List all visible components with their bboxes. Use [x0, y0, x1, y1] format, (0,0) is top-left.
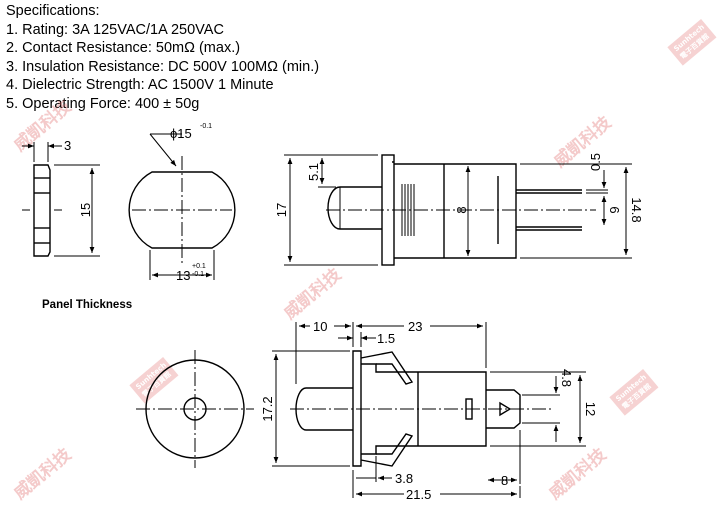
- specifications-block: Specifications: 1. Rating: 3A 125VAC/1A …: [6, 2, 319, 114]
- watermark-text: 威凱科技: [280, 263, 346, 323]
- dim-profile-button-dia: 8: [454, 206, 469, 213]
- watermark-brand: Sunhtech 電子百貨館: [129, 356, 179, 404]
- dim-body-length: 23: [408, 319, 422, 334]
- dim-terminal-length: 8: [501, 473, 508, 488]
- dim-front-diameter: ϕ15: [170, 126, 192, 141]
- profile-view-top: [284, 154, 632, 266]
- watermark: 威凱科技: [545, 443, 611, 503]
- dim-profile-terminal-width: 6: [607, 206, 622, 213]
- dim-profile-overall-height: 17: [274, 203, 289, 217]
- dim-flange-to-body: 3.8: [395, 471, 413, 486]
- spec-insulation-resistance: 3. Insulation Resistance: DC 500V 100MΩ …: [6, 58, 320, 75]
- profile-view-bottom: [272, 322, 586, 498]
- dim-overall-height: 17.2: [260, 396, 275, 421]
- dim-side-height: 15: [78, 203, 93, 217]
- spec-contact-resistance: 2. Contact Resistance: 50mΩ (max.): [6, 40, 241, 57]
- watermark: 威凱科技: [280, 263, 346, 323]
- dim-hole-dia: 4.8: [559, 369, 574, 387]
- watermark-brand: Sunhtech 電子百貨館: [609, 368, 659, 416]
- spec-dielectric-strength: 4. Dielectric Strength: AC 1500V 1 Minut…: [6, 77, 274, 94]
- watermark-text: 威凱科技: [10, 443, 76, 503]
- dim-front-flat-tol-lower: -0.1: [192, 271, 204, 278]
- side-view: [22, 142, 100, 257]
- watermark-text: 威凱科技: [545, 443, 611, 503]
- dim-front-diameter-tol: -0.1: [200, 123, 212, 130]
- dim-panel-thickness: 1.5: [377, 331, 395, 346]
- panel-thickness-label: Panel Thickness: [42, 299, 132, 311]
- dim-terminal-width: 12: [583, 402, 598, 416]
- dim-side-thickness: 3: [64, 138, 71, 153]
- dim-overall-length: 21.5: [406, 487, 431, 502]
- spec-rating: 1. Rating: 3A 125VAC/1A 250VAC: [6, 21, 224, 38]
- dim-profile-terminal-gap: 0.5: [588, 153, 603, 171]
- front-view: [128, 133, 236, 280]
- watermark-text: 威凱科技: [550, 111, 616, 171]
- dim-button-length: 10: [313, 319, 327, 334]
- specs-heading: Specifications:: [6, 3, 100, 19]
- dim-profile-button-offset: 5.1: [306, 163, 321, 181]
- panel-front-view: [136, 350, 254, 468]
- watermark: 威凱科技: [10, 443, 76, 503]
- dim-front-flat-tol-upper: +0.1: [192, 263, 206, 270]
- dim-profile-body-height: 14.8: [629, 197, 644, 222]
- dim-front-flat-width: 13: [176, 268, 190, 283]
- watermark-brand: Sunhtech 電子百貨館: [667, 18, 717, 66]
- watermark-layer: 威凱科技 威凱科技 威凱科技 威凱科技 威凱科技 Sunhtech 電子百貨館 …: [10, 18, 717, 504]
- watermark: 威凱科技: [550, 111, 616, 171]
- spec-operating-force: 5. Operating Force: 400 ± 50g: [6, 95, 200, 112]
